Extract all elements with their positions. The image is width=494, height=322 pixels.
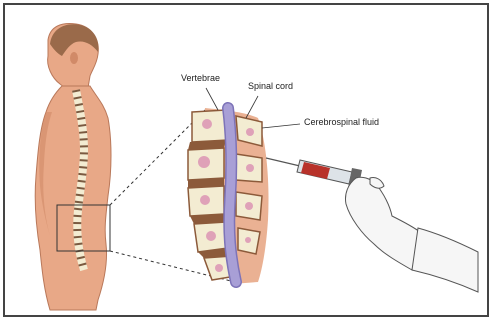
label-vertebrae: Vertebrae bbox=[181, 74, 220, 83]
label-spinal-cord: Spinal cord bbox=[248, 82, 293, 91]
label-cerebrospinal-fluid: Cerebrospinal fluid bbox=[304, 118, 379, 127]
